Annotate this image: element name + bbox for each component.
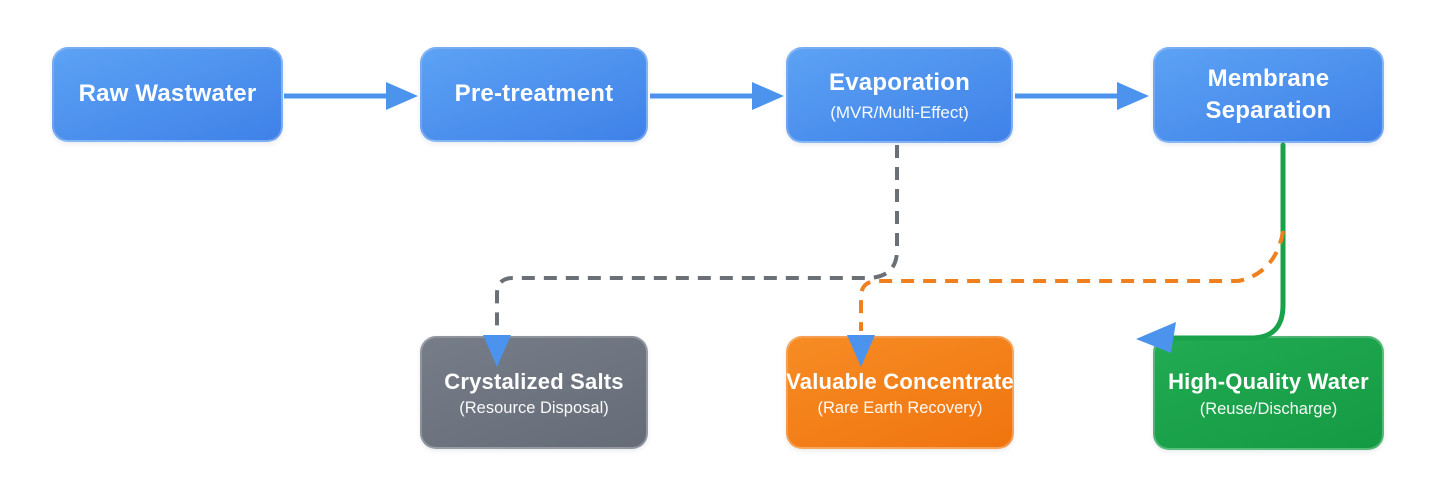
node-title: Crystalized Salts (444, 368, 624, 394)
node-subtitle: (Reuse/Discharge) (1199, 399, 1338, 418)
node-title: Evaporation (829, 69, 970, 97)
node-subtitle: (Resource Disposal) (459, 399, 609, 418)
node-pre-treatment: Pre-treatment (420, 47, 648, 142)
edge-evaporation-to-salts (495, 145, 899, 331)
node-evaporation: Evaporation (MVR/Multi-Effect) (786, 47, 1013, 143)
node-membrane-separation: Membrane Separation (1153, 47, 1384, 143)
node-raw-wastewater: Raw Wastwater (52, 47, 283, 142)
node-high-quality-water: High-Quality Water (Reuse/Discharge) (1153, 336, 1384, 450)
edge-membrane-to-concentrate (859, 230, 1285, 331)
node-title: Valuable Concentrate (786, 368, 1014, 394)
node-valuable-concentrate: Valuable Concentrate (Rare Earth Recover… (786, 336, 1014, 449)
arrowhead-right-icon (752, 82, 784, 110)
edge-evaporation-to-membrane (1015, 82, 1149, 110)
node-subtitle: (Rare Earth Recovery) (817, 399, 983, 418)
node-title: Membrane Separation (1205, 64, 1332, 124)
node-title: High-Quality Water (1168, 369, 1369, 395)
edge-raw-to-pretreatment (284, 82, 418, 110)
node-subtitle: (MVR/Multi-Effect) (830, 102, 969, 122)
node-title: Pre-treatment (454, 80, 614, 108)
node-title: Raw Wastwater (78, 80, 257, 108)
edge-pretreatment-to-evaporation (650, 82, 784, 110)
arrowhead-right-icon (1117, 82, 1149, 110)
arrowhead-right-icon (386, 82, 418, 110)
node-crystalized-salts: Crystalized Salts (Resource Disposal) (420, 336, 648, 449)
edge-membrane-to-water (1169, 142, 1286, 341)
